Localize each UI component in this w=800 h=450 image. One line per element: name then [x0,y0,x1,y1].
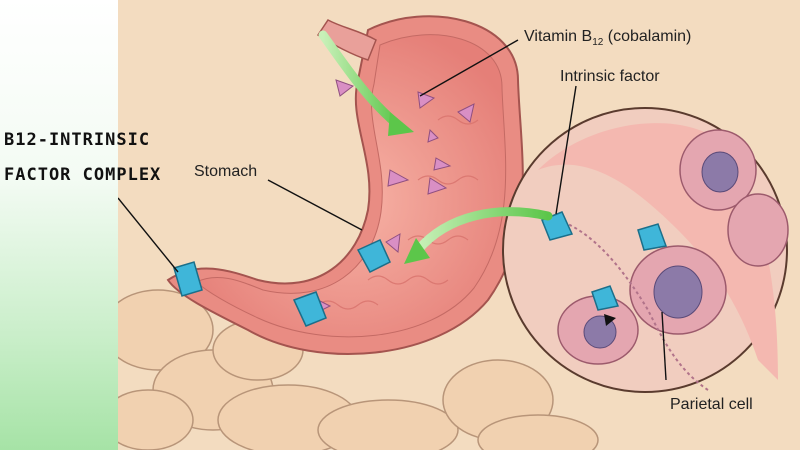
vitamin-b12-label-prefix: Vitamin B [524,28,593,45]
vitamin-b12-subscript: 12 [592,37,604,49]
secretion-arrow [413,207,553,255]
vitamin-b12-label: Vitamin B12 (cobalamin) [524,28,691,48]
stomach-rugae [317,115,479,310]
illustration-canvas [118,15,789,450]
vitamin-b12-molecules [317,79,475,313]
annotation-line-1: B12-INTRINSIC [4,130,151,150]
stomach-label: Stomach [194,163,258,180]
leader-lines [118,39,667,381]
b12-if-complexes [173,239,391,327]
vitamin-b12-label-suffix: (cobalamin) [603,28,692,45]
intestines [118,289,599,450]
intrinsic-factor-label: Intrinsic factor [560,68,660,85]
entry-arrow [318,30,403,130]
anatomy-illustration: Vitamin B12 (cobalamin) Intrinsic factor… [118,0,800,450]
magnified-view [502,107,789,393]
parietal-cell-label: Parietal cell [670,396,753,413]
stomach-lining [195,34,507,338]
entry-arrow-head [388,112,414,136]
secretion-arrow-head [404,238,430,264]
annotation-line-2: FACTOR COMPLEX [4,165,162,185]
